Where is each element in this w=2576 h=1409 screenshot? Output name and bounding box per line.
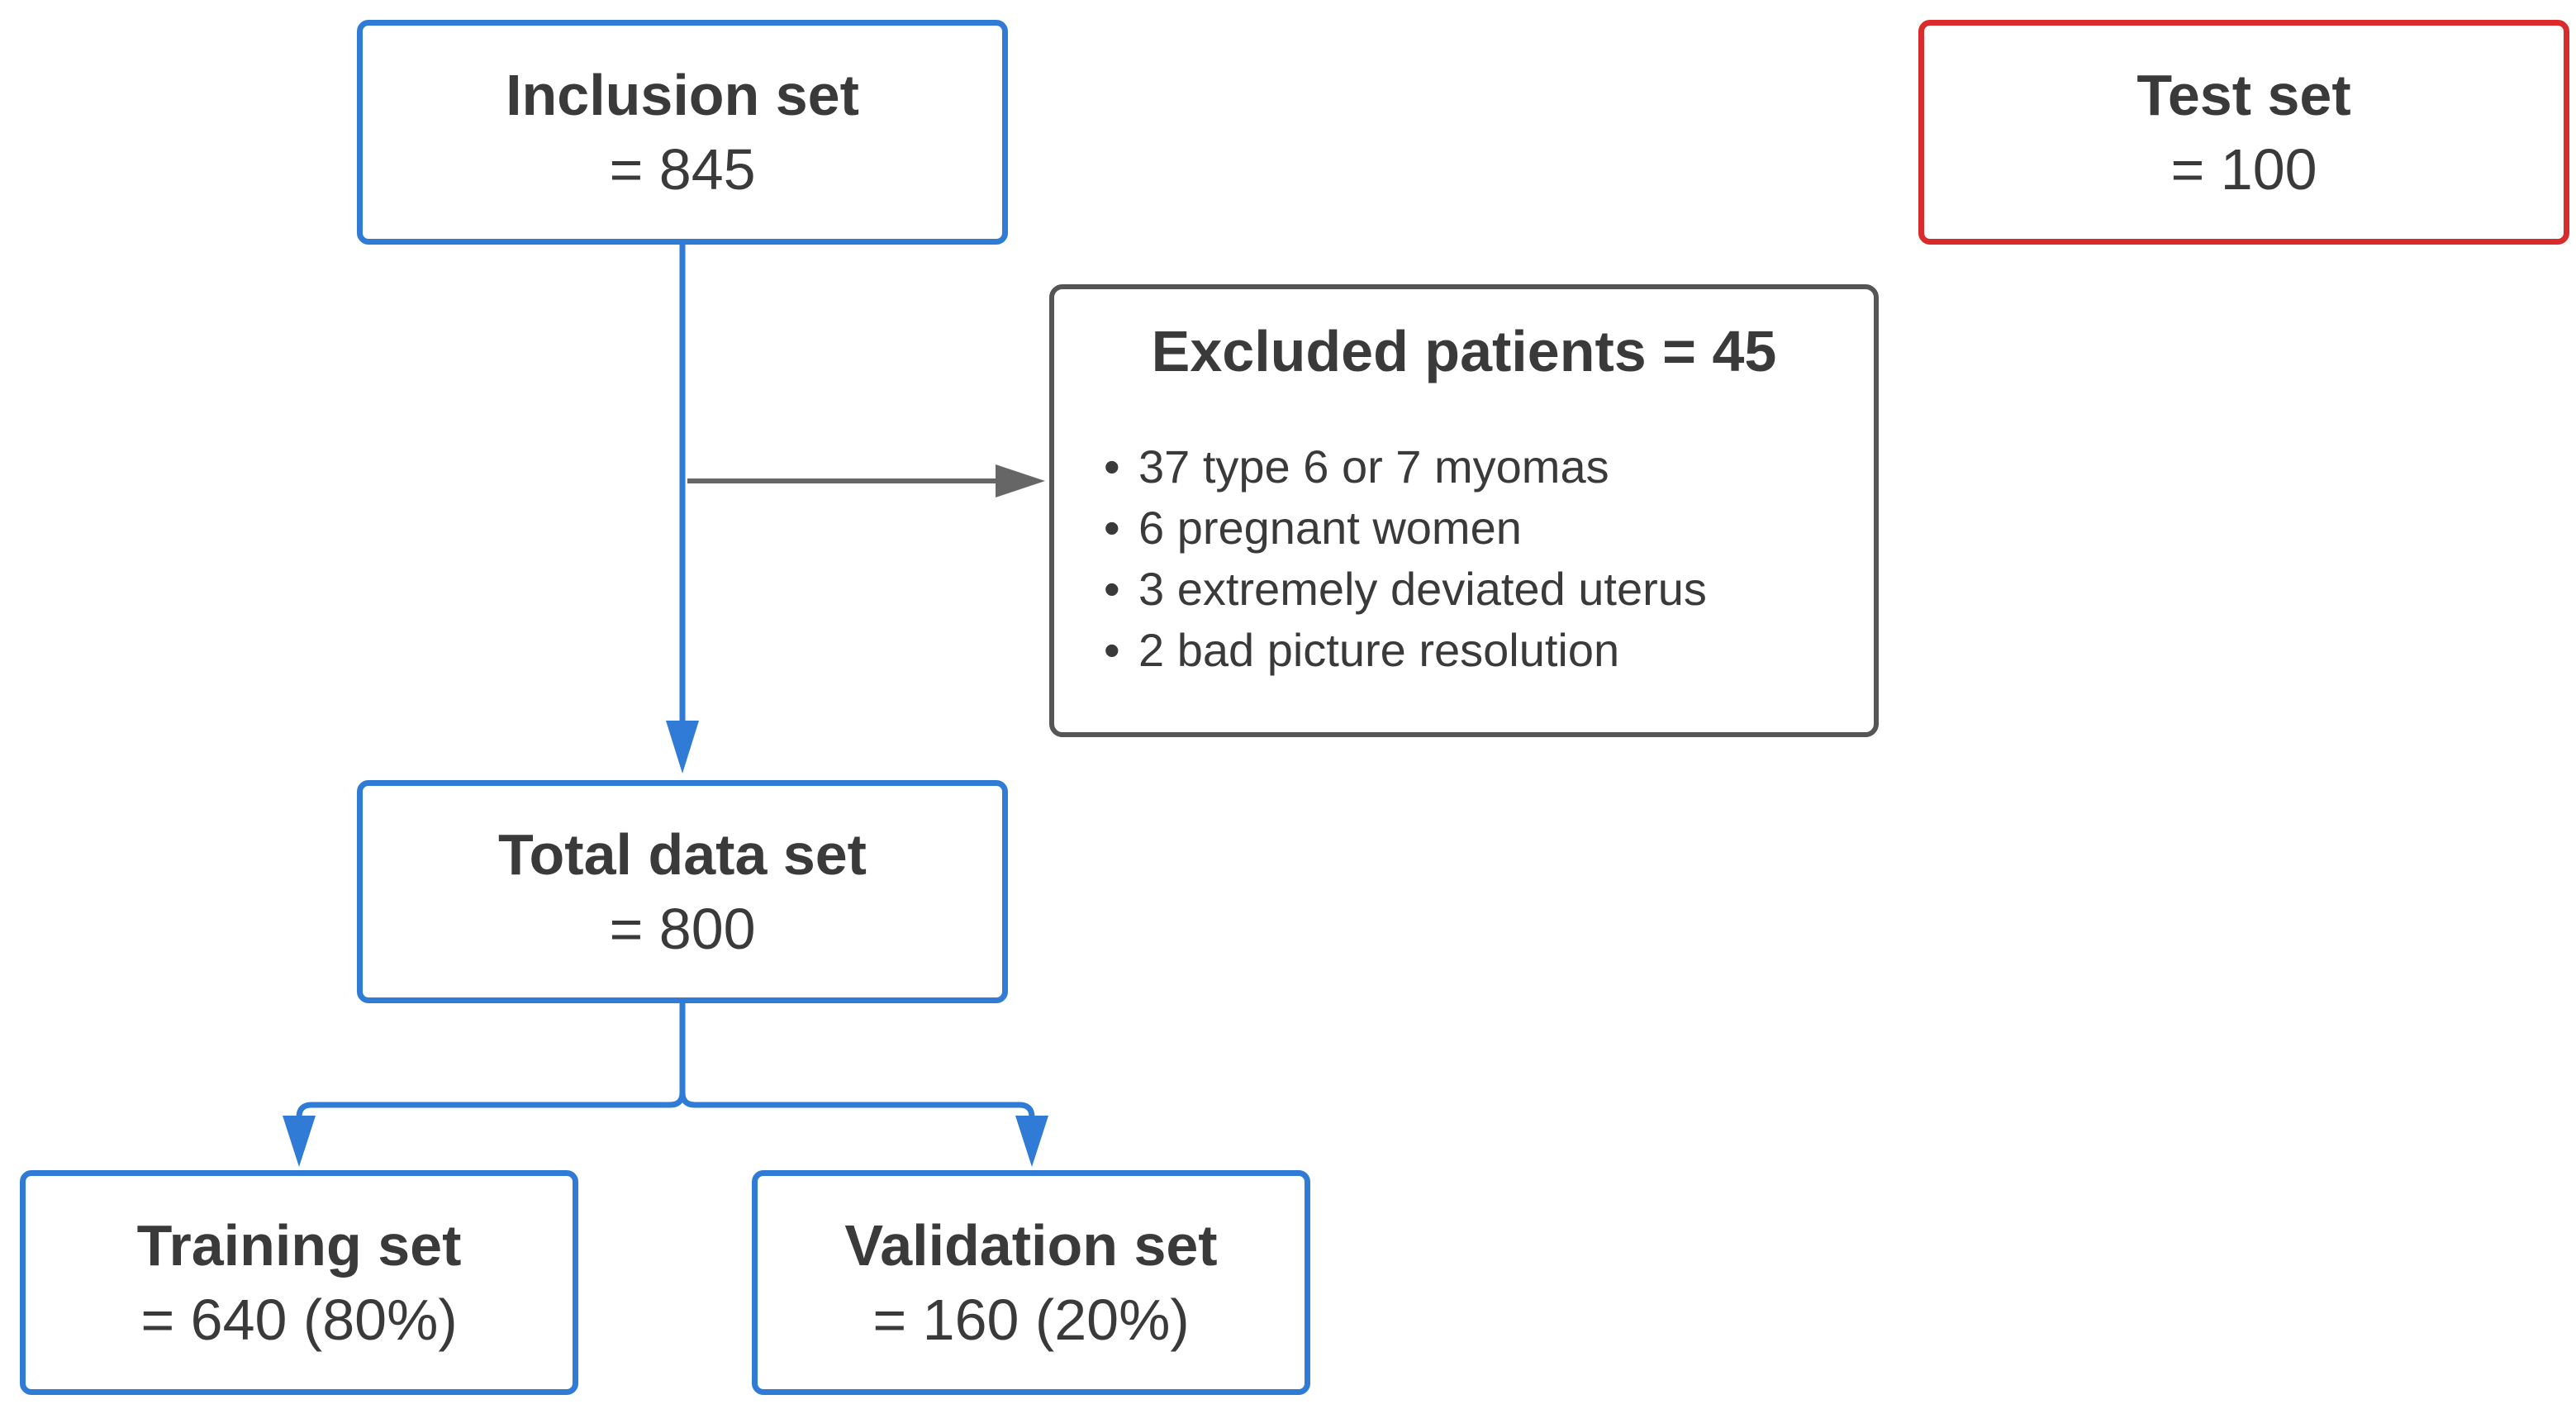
- arrowhead-excluded: [996, 464, 1045, 497]
- inclusion-set-title: Inclusion set: [506, 63, 859, 127]
- connector-total-to-split: [296, 1002, 1035, 1132]
- excluded-patients-title: Excluded patients = 45: [1151, 319, 1777, 383]
- training-set-title: Training set: [136, 1213, 462, 1278]
- arrowhead-validation: [1015, 1116, 1048, 1167]
- training-set-box: Training set = 640 (80%): [20, 1170, 578, 1395]
- test-set-title: Test set: [2136, 63, 2351, 127]
- test-set-value: = 100: [2170, 137, 2317, 202]
- exclusion-reason-item: 3 extremely deviated uterus: [1104, 559, 1874, 620]
- exclusion-reason-item: 2 bad picture resolution: [1104, 620, 1874, 681]
- exclusion-reason-item: 6 pregnant women: [1104, 497, 1874, 559]
- inclusion-set-box: Inclusion set = 845: [357, 20, 1008, 245]
- test-set-box: Test set = 100: [1918, 20, 2569, 245]
- validation-set-title: Validation set: [844, 1213, 1218, 1278]
- arrowhead-total: [666, 721, 699, 774]
- validation-set-box: Validation set = 160 (20%): [752, 1170, 1310, 1395]
- total-data-set-title: Total data set: [497, 822, 867, 887]
- validation-set-value: = 160 (20%): [872, 1288, 1190, 1352]
- total-data-set-value: = 800: [609, 897, 756, 961]
- total-data-set-box: Total data set = 800: [357, 780, 1008, 1003]
- exclusion-reasons-list: 37 type 6 or 7 myomas 6 pregnant women 3…: [1054, 436, 1874, 681]
- arrowhead-training: [283, 1116, 316, 1167]
- inclusion-set-value: = 845: [609, 137, 756, 202]
- training-set-value: = 640 (80%): [140, 1288, 458, 1352]
- exclusion-reason-item: 37 type 6 or 7 myomas: [1104, 436, 1874, 497]
- excluded-patients-box: Excluded patients = 45 37 type 6 or 7 my…: [1049, 284, 1879, 737]
